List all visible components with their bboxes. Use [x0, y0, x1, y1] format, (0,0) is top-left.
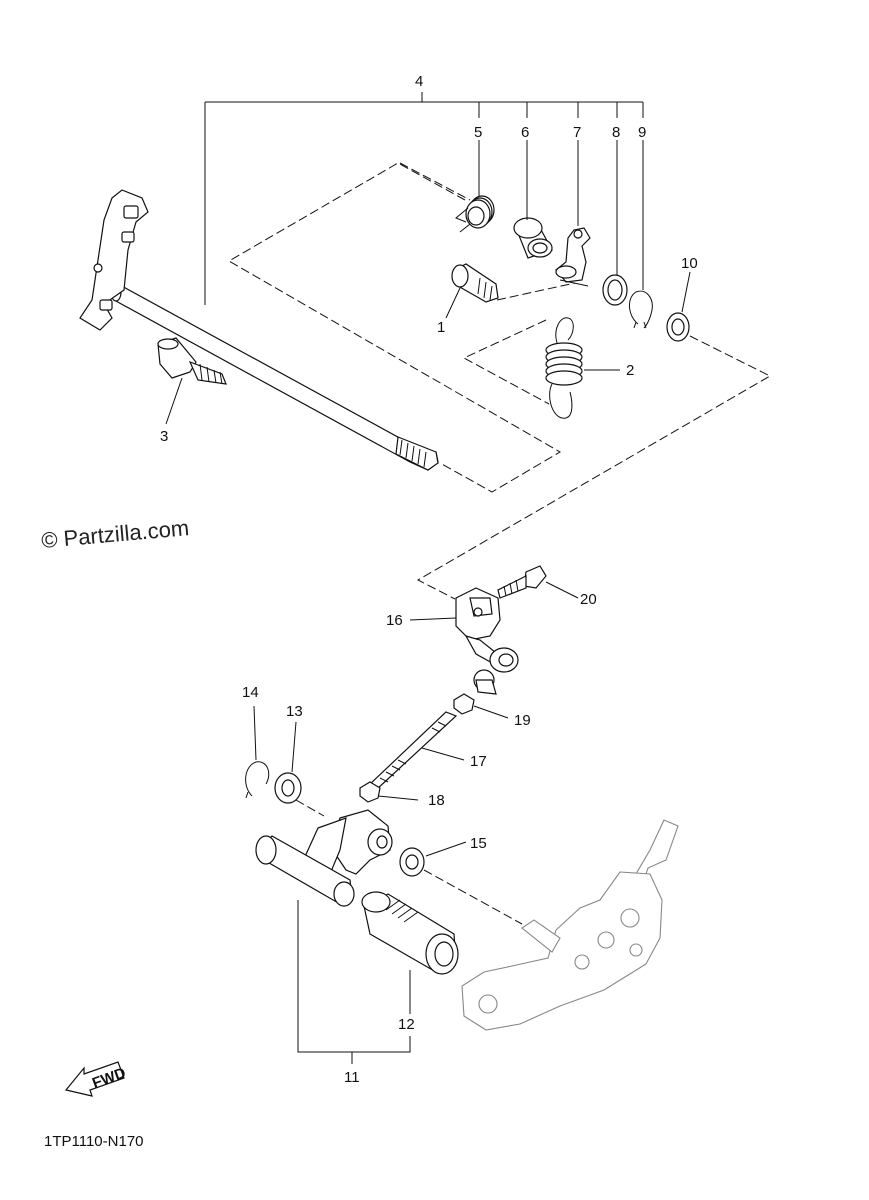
callout-17[interactable]: 17 — [470, 753, 487, 770]
leader-14 — [253, 705, 257, 761]
leader-1 — [445, 287, 461, 319]
leader-13 — [291, 721, 297, 773]
pin — [451, 263, 499, 303]
torsion-spring — [455, 195, 495, 233]
leader-20 — [545, 581, 579, 599]
joint — [473, 669, 497, 695]
washer-13 — [274, 772, 302, 804]
nut-19 — [453, 693, 475, 715]
callout-20[interactable]: 20 — [580, 591, 597, 608]
callout-1[interactable]: 1 — [437, 319, 445, 336]
bolt-20 — [497, 565, 547, 599]
watermark: © Partzilla.com — [40, 515, 190, 553]
callout-3[interactable]: 3 — [160, 428, 168, 445]
nut-18 — [359, 781, 381, 803]
callout-14[interactable]: 14 — [242, 684, 259, 701]
extension-spring — [545, 317, 583, 419]
shift-arm-plate — [79, 189, 149, 331]
callout-10[interactable]: 10 — [681, 255, 698, 272]
callout-2[interactable]: 2 — [626, 362, 634, 379]
stopper-lever — [555, 227, 591, 287]
shift-rod — [366, 711, 458, 791]
callout-8[interactable]: 8 — [612, 124, 620, 141]
callout-19[interactable]: 19 — [514, 712, 531, 729]
stud-bolt — [157, 337, 227, 385]
callout-4[interactable]: 4 — [415, 73, 423, 90]
footrest-bracket — [461, 819, 679, 1031]
circlip-14 — [245, 761, 270, 799]
leader-19 — [473, 705, 509, 719]
callout-bracket-11 — [297, 900, 411, 1064]
leader-10 — [681, 271, 691, 313]
callout-15[interactable]: 15 — [470, 835, 487, 852]
callout-11[interactable]: 11 — [344, 1069, 360, 1086]
circlip — [629, 290, 653, 329]
shift-arm — [455, 587, 519, 673]
washer-15 — [399, 847, 425, 877]
callout-18[interactable]: 18 — [428, 792, 445, 809]
callout-12[interactable]: 12 — [398, 1016, 415, 1033]
callout-9[interactable]: 9 — [638, 124, 646, 141]
leader-16 — [409, 617, 457, 621]
callout-7[interactable]: 7 — [573, 124, 581, 141]
fwd-label: FWD — [90, 1064, 128, 1092]
diagram-code: 1TP1110-N170 — [44, 1133, 144, 1150]
callout-6[interactable]: 6 — [521, 124, 529, 141]
callout-16[interactable]: 16 — [386, 612, 403, 629]
shift-pedal — [255, 809, 393, 907]
washer-10 — [666, 312, 690, 342]
leader-17 — [421, 747, 465, 761]
assembly-boundary-lower — [295, 799, 523, 925]
leader-3 — [165, 377, 183, 425]
leader-18 — [377, 795, 419, 801]
pedal-rubber — [361, 891, 459, 975]
washer — [602, 274, 628, 306]
assembly-boundary-upper — [228, 162, 772, 600]
leader-15 — [425, 841, 467, 857]
forward-arrow-icon: FWD — [64, 1061, 128, 1097]
callout-5[interactable]: 5 — [474, 124, 482, 141]
callout-13[interactable]: 13 — [286, 703, 303, 720]
collar — [513, 217, 553, 259]
callout-bracket-4 — [204, 92, 644, 305]
